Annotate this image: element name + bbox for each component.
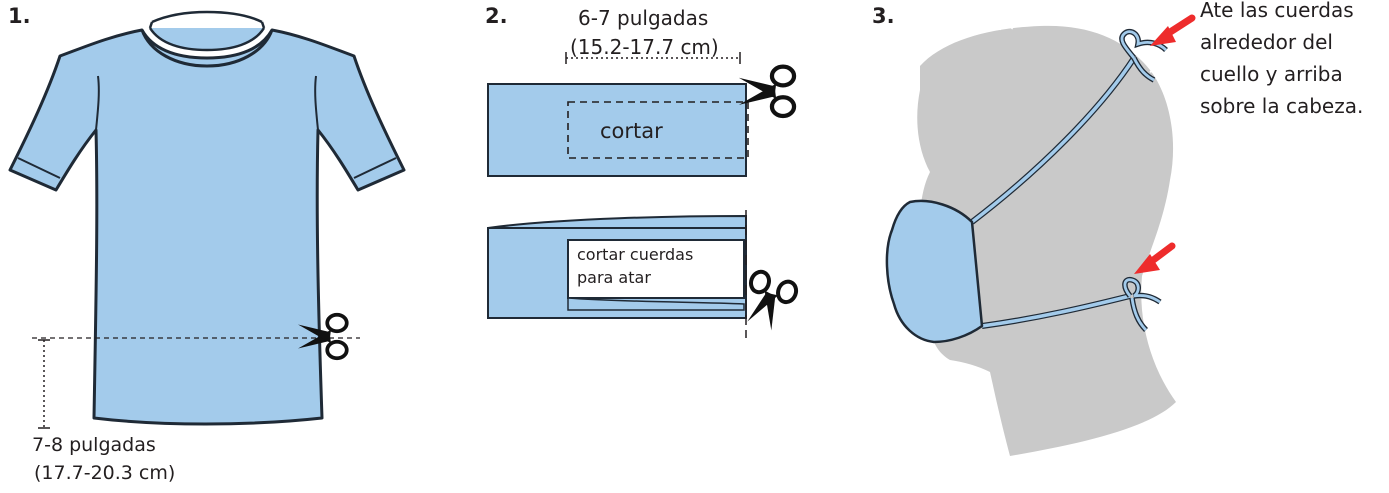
fabric-strip-bottom xyxy=(487,214,747,319)
step-2-measure-line1: 6-7 pulgadas xyxy=(578,6,709,30)
arrow-icon xyxy=(1150,14,1196,46)
tshirt xyxy=(8,10,406,426)
fabric-strip-top xyxy=(487,83,749,177)
cut-label: cortar xyxy=(600,119,663,143)
step-2-measure-line2: (15.2-17.7 cm) xyxy=(570,35,719,59)
step-1-number: 1. xyxy=(8,4,31,28)
step-1-measure-line1: 7-8 pulgadas xyxy=(32,434,156,456)
step-2-number: 2. xyxy=(485,4,508,28)
face-mask xyxy=(885,199,984,344)
scissors-icon xyxy=(739,67,794,116)
head-silhouette xyxy=(909,12,1176,456)
bottom-knot-fill xyxy=(1123,278,1161,331)
instruction-line3: cuello y arriba xyxy=(1200,62,1343,86)
step-3-number: 3. xyxy=(872,4,895,28)
arrow-icon xyxy=(1134,242,1176,274)
instruction-line2: alrededor del xyxy=(1200,30,1333,54)
ties-label-line2: para atar xyxy=(577,268,651,287)
instruction-line1: Ate las cuerdas xyxy=(1200,0,1354,22)
step-1-measure-line2: (17.7-20.3 cm) xyxy=(34,462,176,484)
instruction-line4: sobre la cabeza. xyxy=(1200,94,1364,118)
ties-label-line1: cortar cuerdas xyxy=(577,245,694,264)
